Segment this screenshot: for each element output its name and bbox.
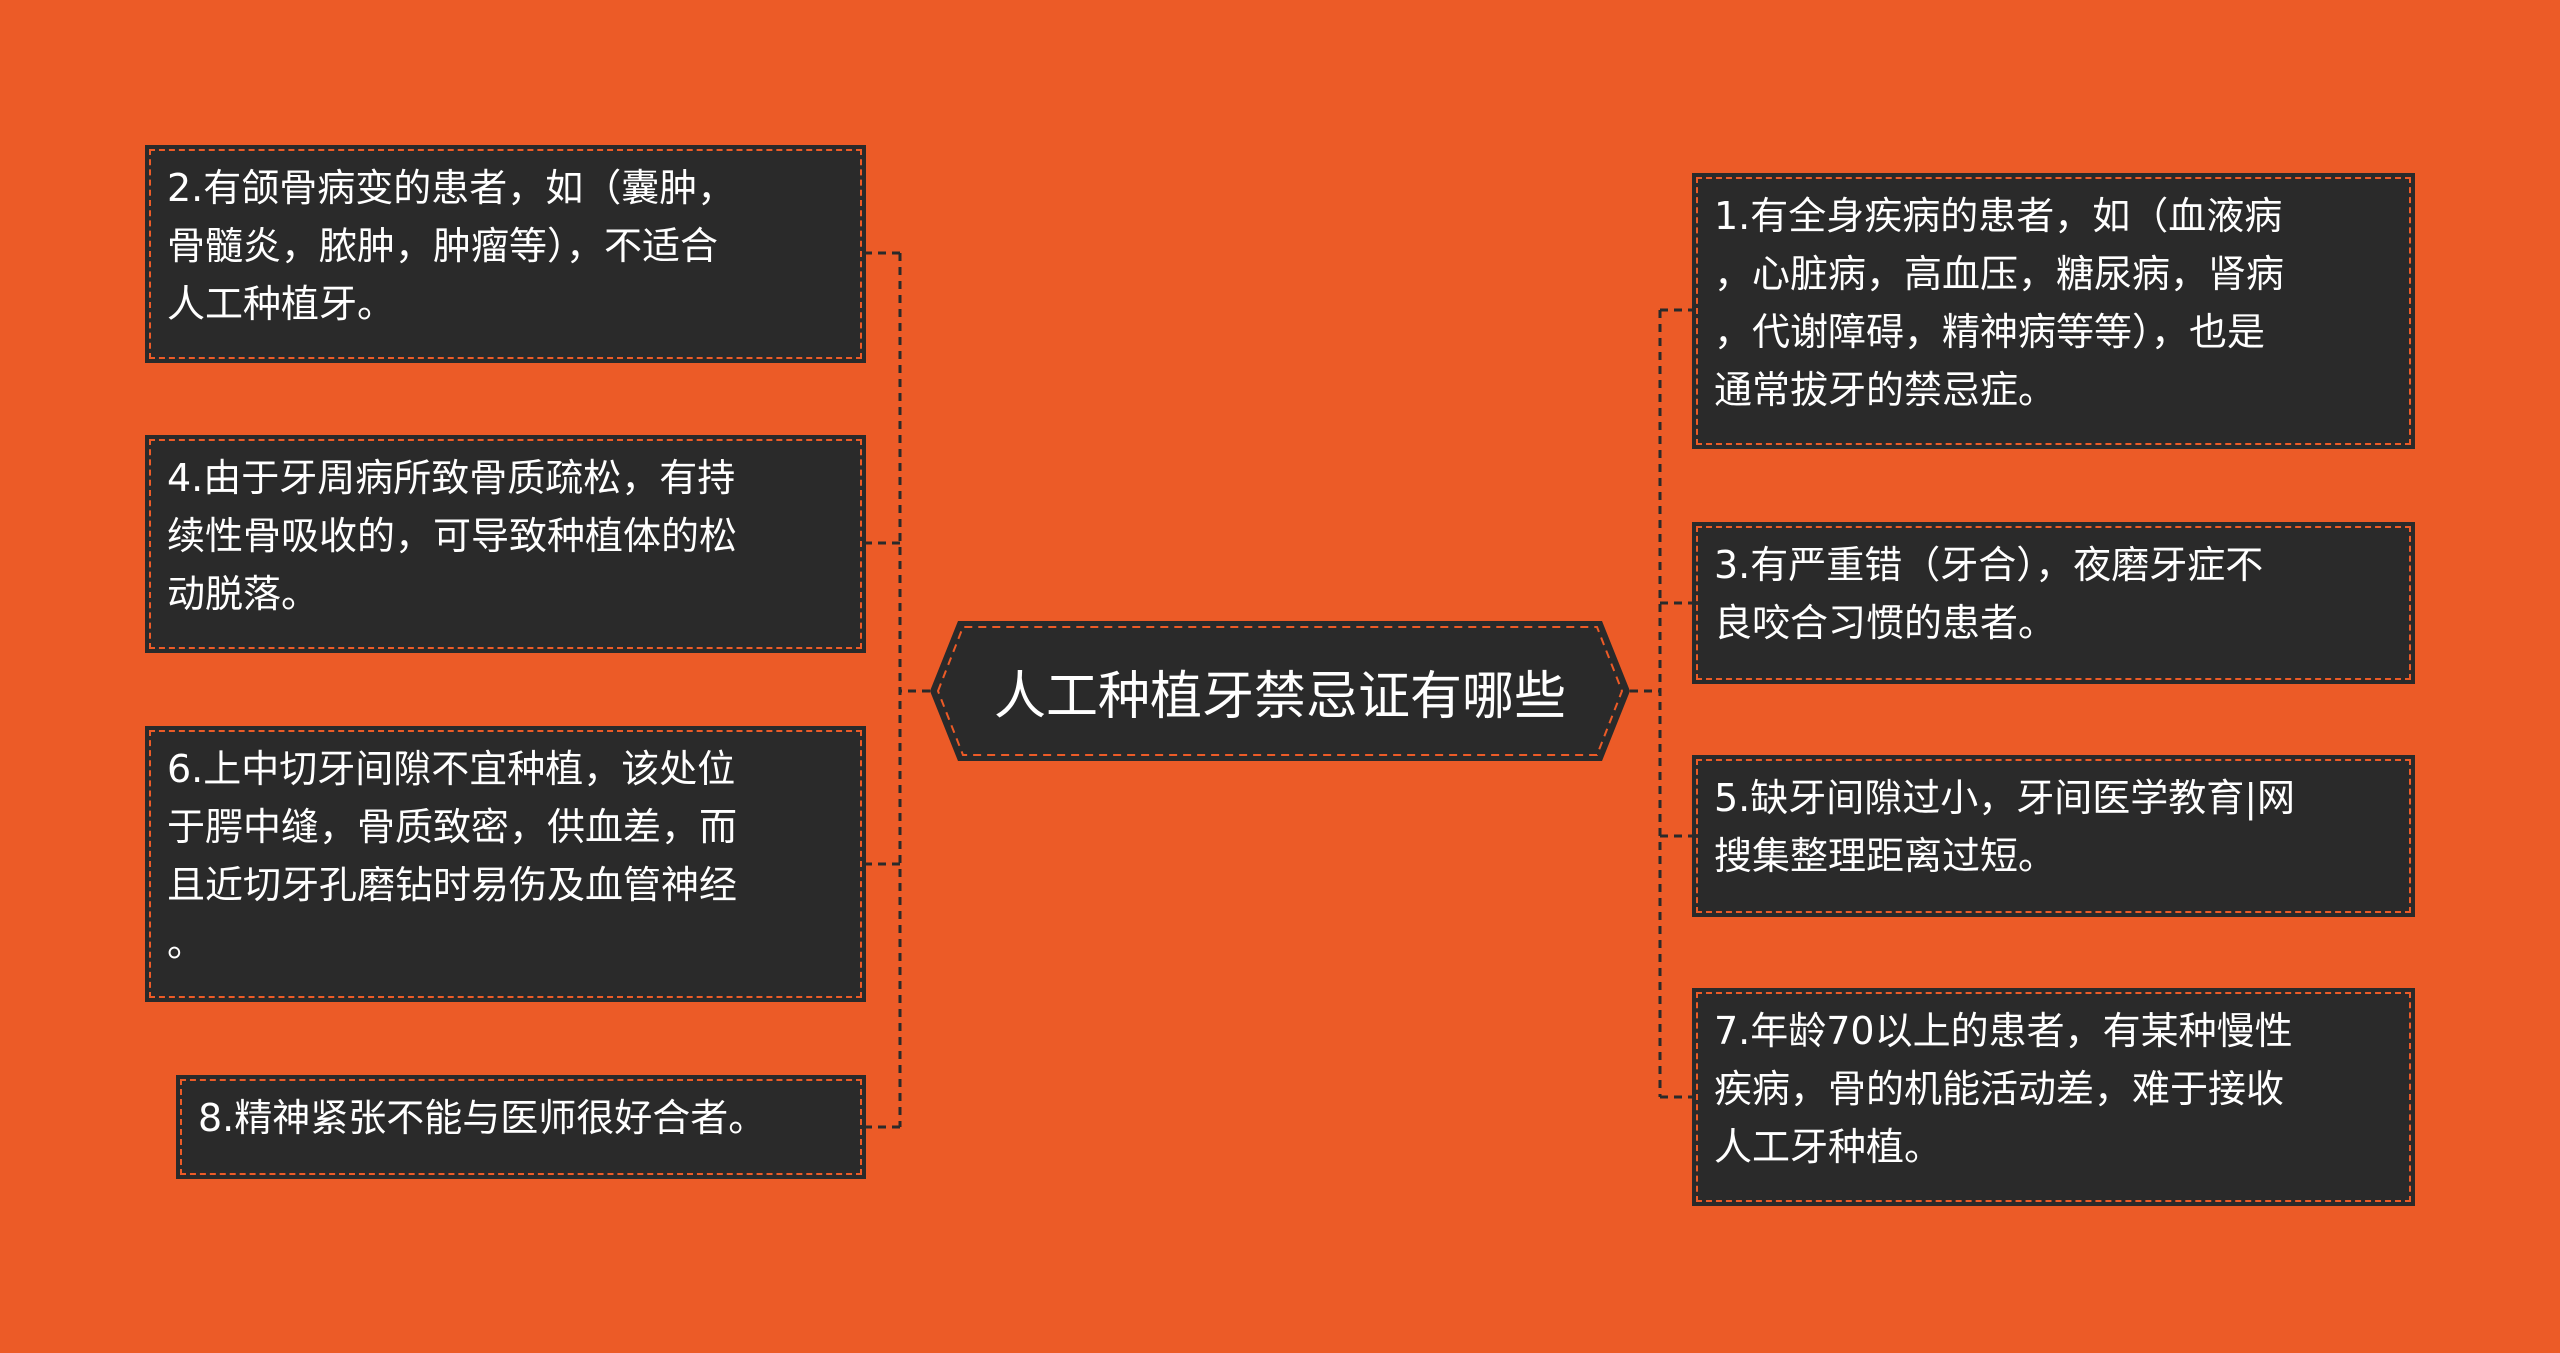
right-node-4[interactable]: 7.年龄70以上的患者，有某种慢性 疾病，骨的机能活动差，难于接收 人工牙种植。 [1692, 988, 2415, 1206]
left-node-3[interactable]: 6.上中切牙间隙不宜种植，该处位 于腭中缝，骨质致密，供血差，而 且近切牙孔磨钻… [145, 726, 866, 1002]
left-node-2[interactable]: 4.由于牙周病所致骨质疏松，有持 续性骨吸收的，可导致种植体的松 动脱落。 [145, 435, 866, 653]
right-node-2[interactable]: 3.有严重错（牙合），夜磨牙症不 良咬合习惯的患者。 [1692, 522, 2415, 684]
central-topic-shape [930, 621, 1630, 761]
central-topic-title: 人工种植牙禁忌证有哪些 [993, 666, 1566, 727]
left-node-1[interactable]: 2.有颌骨病变的患者，如（囊肿， 骨髓炎，脓肿，肿瘤等），不适合 人工种植牙。 [145, 145, 866, 363]
right-node-1[interactable]: 1.有全身疾病的患者，如（血液病 ，心脏病，高血压，糖尿病，肾病 ，代谢障碍，精… [1692, 173, 2415, 449]
left-node-4[interactable]: 8.精神紧张不能与医师很好合者。 [176, 1075, 866, 1179]
right-node-3[interactable]: 5.缺牙间隙过小，牙间医学教育|网 搜集整理距离过短。 [1692, 755, 2415, 917]
central-topic[interactable]: 人工种植牙禁忌证有哪些 [930, 621, 1630, 761]
